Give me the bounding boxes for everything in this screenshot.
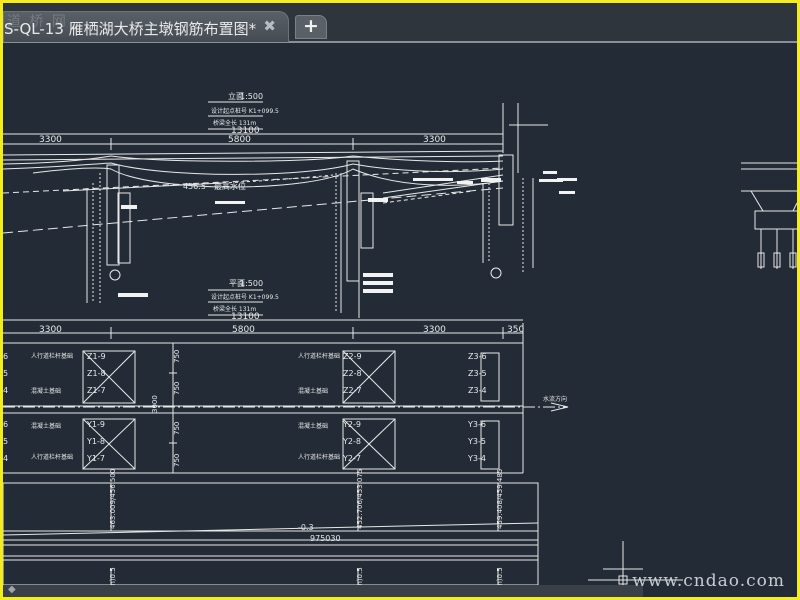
layout-scrollbar[interactable] <box>3 585 643 597</box>
svg-text:Y1-8: Y1-8 <box>86 437 105 446</box>
svg-text:5: 5 <box>3 437 8 446</box>
new-tab-button[interactable]: + <box>295 15 327 39</box>
svg-text:Y3-4: Y3-4 <box>467 454 486 463</box>
drawing-canvas[interactable]: 立面 1:500 设计起点桩号 K1+099.5 桥梁全长 131m 13100… <box>3 43 797 597</box>
svg-text:Z1-7: Z1-7 <box>87 386 106 395</box>
svg-text:750: 750 <box>173 382 181 395</box>
svg-text:混凝土基础: 混凝土基础 <box>298 422 328 430</box>
svg-text:452.706/453.075: 452.706/453.075 <box>356 469 364 529</box>
svg-text:Y3-6: Y3-6 <box>467 420 486 429</box>
tab-bar: S-QL-13 雁栖湖大桥主墩钢筋布置图* ✖ 道 桥 网 + <box>3 3 797 43</box>
svg-text:Z3-5: Z3-5 <box>468 369 487 378</box>
svg-text:1:500: 1:500 <box>240 279 263 288</box>
svg-text:3300: 3300 <box>423 325 446 335</box>
svg-text:桥梁全长 131m: 桥梁全长 131m <box>213 305 256 313</box>
svg-text:Z3-4: Z3-4 <box>468 386 487 395</box>
svg-text:混凝土基础: 混凝土基础 <box>298 387 328 395</box>
svg-text:H(m)0.5: H(m)0.5 <box>356 567 364 596</box>
cad-drawing: 立面 1:500 设计起点桩号 K1+099.5 桥梁全长 131m 13100… <box>3 91 797 597</box>
svg-text:3300: 3300 <box>423 135 446 145</box>
top-watermark: 道 桥 网 <box>7 14 68 30</box>
svg-text:H(m)0.5: H(m)0.5 <box>496 567 504 596</box>
svg-text:平面: 平面 <box>229 279 245 288</box>
svg-text:Z2-7: Z2-7 <box>343 386 362 395</box>
svg-text:人行道栏杆基础: 人行道栏杆基础 <box>298 453 340 461</box>
svg-text:Z2-9: Z2-9 <box>343 352 362 361</box>
svg-text:3300: 3300 <box>39 325 62 335</box>
svg-text:设计起点桩号 K1+099.5: 设计起点桩号 K1+099.5 <box>211 293 279 301</box>
svg-text:Z2-8: Z2-8 <box>343 369 362 378</box>
svg-text:Y3-5: Y3-5 <box>467 437 486 446</box>
svg-text:6: 6 <box>3 420 8 429</box>
svg-text:桥梁全长 131m: 桥梁全长 131m <box>213 119 256 127</box>
svg-text:人行道栏杆基础: 人行道栏杆基础 <box>298 352 340 360</box>
svg-text:3300: 3300 <box>39 135 62 145</box>
svg-text:5800: 5800 <box>232 325 255 335</box>
svg-text:3000: 3000 <box>151 395 159 413</box>
svg-text:463.009/456.500: 463.009/456.500 <box>109 469 117 529</box>
svg-text:Z3-6: Z3-6 <box>468 352 487 361</box>
svg-text:750: 750 <box>173 422 181 435</box>
svg-text:混凝土基础: 混凝土基础 <box>31 387 61 395</box>
cad-window: S-QL-13 雁栖湖大桥主墩钢筋布置图* ✖ 道 桥 网 + <box>3 3 797 597</box>
site-watermark: www.cndao.com <box>632 571 785 591</box>
elevation-title: 立面 <box>228 91 244 101</box>
svg-text:Z1-9: Z1-9 <box>87 352 106 361</box>
svg-text:Y2-7: Y2-7 <box>342 454 361 463</box>
svg-text:13100: 13100 <box>231 312 260 322</box>
svg-text:Y1-7: Y1-7 <box>86 454 105 463</box>
svg-text:13100: 13100 <box>231 126 260 136</box>
svg-text:750: 750 <box>173 350 181 363</box>
svg-text:750: 750 <box>173 454 181 467</box>
svg-text:人行道栏杆基础: 人行道栏杆基础 <box>31 453 73 461</box>
svg-text:Y2-9: Y2-9 <box>342 420 361 429</box>
close-icon[interactable]: ✖ <box>263 17 276 35</box>
svg-text:4: 4 <box>3 454 8 463</box>
svg-text:459.408/459.485: 459.408/459.485 <box>496 469 504 529</box>
svg-text:Y1-9: Y1-9 <box>86 420 105 429</box>
svg-text:975030: 975030 <box>310 534 341 543</box>
view-cube-icon[interactable]: ◆ <box>8 584 16 595</box>
svg-text:设计起点桩号 K1+099.5: 设计起点桩号 K1+099.5 <box>211 107 279 115</box>
svg-text:水流方向: 水流方向 <box>543 395 567 403</box>
svg-text:6: 6 <box>3 352 8 361</box>
tab-title: S-QL-13 雁栖湖大桥主墩钢筋布置图* <box>4 20 257 38</box>
svg-text:1:500: 1:500 <box>240 92 263 101</box>
svg-text:-0.3: -0.3 <box>298 523 314 532</box>
svg-text:Y2-8: Y2-8 <box>342 437 361 446</box>
svg-text:H(m)0.5: H(m)0.5 <box>109 567 117 596</box>
tab-drawing[interactable]: S-QL-13 雁栖湖大桥主墩钢筋布置图* ✖ <box>3 11 289 42</box>
svg-text:5800: 5800 <box>228 135 251 145</box>
svg-text:350: 350 <box>507 325 524 335</box>
svg-text:5: 5 <box>3 369 8 378</box>
svg-text:混凝土基础: 混凝土基础 <box>31 422 61 430</box>
svg-text:Z1-8: Z1-8 <box>87 369 106 378</box>
svg-text:4: 4 <box>3 386 8 395</box>
svg-text:456.5—最高水位: 456.5—最高水位 <box>183 181 246 191</box>
svg-text:人行道栏杆基础: 人行道栏杆基础 <box>31 352 73 360</box>
